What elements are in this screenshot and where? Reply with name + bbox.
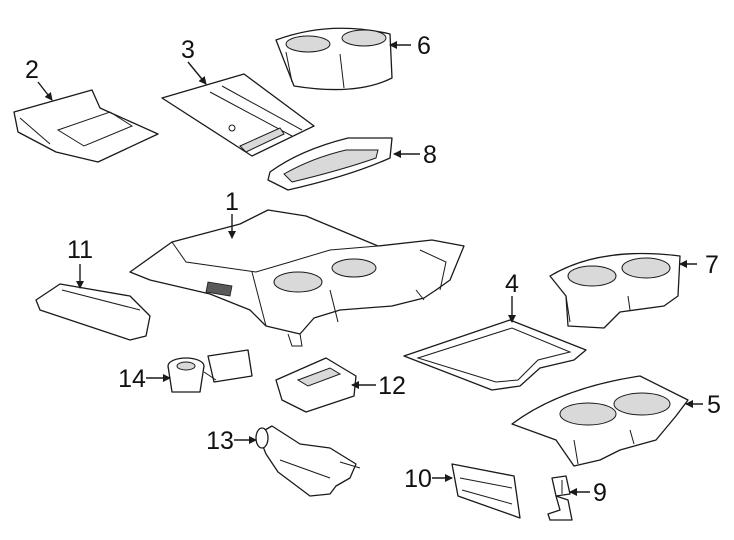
callout-1: 1 bbox=[225, 188, 239, 216]
callout-5: 5 bbox=[707, 391, 721, 419]
part-5-cup-holder bbox=[511, 375, 689, 467]
callout-2: 2 bbox=[25, 56, 39, 84]
callout-11: 11 bbox=[67, 236, 93, 264]
part-3-bracket-tray bbox=[161, 73, 315, 157]
part-9-retainer-clip bbox=[547, 475, 573, 521]
callout-4: 4 bbox=[505, 270, 519, 298]
callout-14: 14 bbox=[118, 365, 146, 393]
part-11-armrest-lid bbox=[35, 283, 151, 341]
callout-12: 12 bbox=[378, 372, 406, 400]
callout-labels: 2 3 6 8 1 11 7 4 5 14 12 13 10 9 bbox=[25, 32, 721, 507]
callout-7: 7 bbox=[705, 251, 719, 279]
part-12-control-module bbox=[275, 357, 357, 413]
callout-8: 8 bbox=[423, 141, 437, 169]
part-10-storage-tray bbox=[451, 463, 521, 519]
part-4-tray-mat bbox=[403, 319, 587, 391]
part-13-mount-bracket bbox=[255, 425, 361, 497]
callout-13: 13 bbox=[206, 427, 234, 455]
part-14-sensor-module bbox=[167, 349, 253, 393]
part-2-floor-panel bbox=[13, 89, 159, 163]
callout-9: 9 bbox=[593, 479, 607, 507]
callout-3: 3 bbox=[181, 36, 195, 64]
part-8-trim-bezel bbox=[267, 137, 393, 191]
part-7-cup-insert bbox=[549, 252, 681, 329]
callout-6: 6 bbox=[417, 32, 431, 60]
callout-10: 10 bbox=[404, 465, 432, 493]
part-1-console-base bbox=[129, 209, 465, 347]
part-6-cup-holder bbox=[275, 27, 393, 91]
callout-leaders bbox=[37, 41, 703, 496]
